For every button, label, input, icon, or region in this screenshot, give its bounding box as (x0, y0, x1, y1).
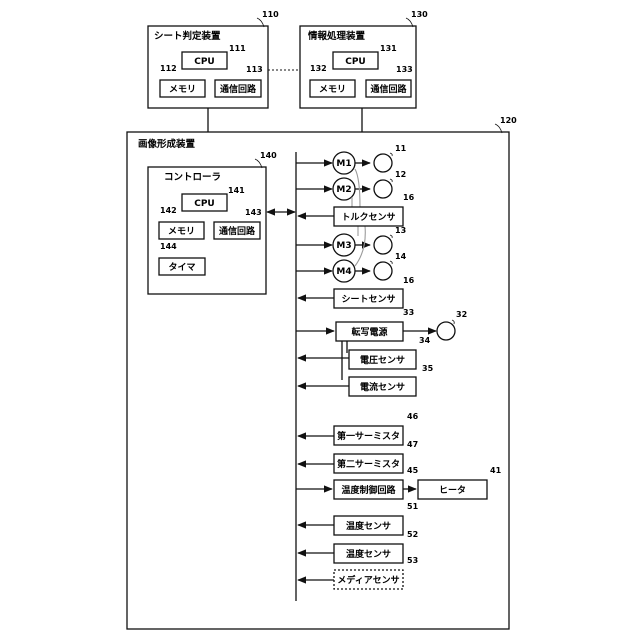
temp-sensor1-label: 温度センサ (346, 520, 391, 532)
voltage-sensor-ref: 34 (419, 336, 431, 345)
thermistor2-ref: 47 (407, 440, 418, 449)
load-12-ref: 12 (395, 170, 406, 179)
controller-title: コントローラ (164, 172, 221, 183)
info-cpu-ref: 131 (380, 44, 397, 53)
image-forming-device-ref: 120 (500, 116, 517, 125)
load-14 (374, 262, 392, 280)
load-13 (374, 236, 392, 254)
controller-cpu-label: CPU (194, 199, 215, 209)
thermistor2-label: 第二サーミスタ (337, 458, 400, 470)
voltage-sensor-label: 電圧センサ (360, 355, 405, 366)
controller-ref: 140 (260, 151, 277, 160)
sheet-judgment-device-title: シート判定装置 (154, 30, 221, 42)
info-processing-device-title: 情報処理装置 (307, 30, 366, 42)
transfer-power-label: 転写電源 (351, 326, 387, 338)
load-11-ref: 11 (395, 144, 407, 153)
controller-memory-label: メモリ (168, 226, 195, 237)
thermistor1-label: 第一サーミスタ (337, 430, 400, 442)
load-14-ref: 14 (395, 252, 407, 261)
info-processing-device-ref: 130 (411, 10, 428, 19)
controller-comm-ref: 143 (245, 208, 262, 217)
motor-m4-label: M4 (336, 267, 351, 277)
media-sensor-label: メディアセンサ (337, 574, 399, 586)
info-memory-label: メモリ (319, 84, 346, 95)
sheet-memory-label: メモリ (169, 84, 196, 95)
info-comm-label: 通信回路 (370, 83, 407, 95)
current-sensor-ref: 35 (422, 364, 434, 373)
motor-m1-label: M1 (336, 159, 351, 169)
heater-ref: 41 (490, 466, 502, 475)
transfer-load-ref: 32 (456, 310, 467, 319)
temp-sensor2-label: 温度センサ (346, 548, 391, 560)
sheet-comm-ref: 113 (246, 65, 263, 74)
media-sensor-ref: 53 (407, 556, 418, 565)
load-12 (374, 180, 392, 198)
sheet-comm-label: 通信回路 (220, 83, 257, 95)
controller-memory-ref: 142 (160, 206, 177, 215)
transfer-power-ref: 33 (403, 308, 414, 317)
torque-sensor-ref: 16 (403, 193, 415, 202)
motor-m3-label: M3 (336, 241, 351, 251)
info-memory-ref: 132 (310, 64, 327, 73)
temp-control-label: 温度制御回路 (341, 484, 396, 496)
controller-timer-label: タイマ (168, 261, 195, 273)
transfer-load-32 (437, 322, 455, 340)
current-sensor-label: 電流センサ (360, 381, 405, 393)
sheet-judgment-device: シート判定装置 110 CPU 111 メモリ 112 通信回路 113 (148, 10, 279, 108)
sheet-sensor-label: シートセンサ (341, 294, 395, 305)
info-comm-ref: 133 (396, 65, 413, 74)
controller-cpu-ref: 141 (228, 186, 245, 195)
info-cpu-label: CPU (345, 57, 366, 67)
sheet-memory-ref: 112 (160, 64, 177, 73)
temp-sensor1-ref: 51 (407, 502, 419, 511)
controller-timer-ref: 144 (160, 242, 177, 251)
thermistor1-ref: 46 (407, 412, 419, 421)
sheet-sensor-ref: 16 (403, 276, 415, 285)
motor-m2-label: M2 (336, 185, 351, 195)
sheet-judgment-device-ref: 110 (262, 10, 279, 19)
torque-sensor-label: トルクセンサ (341, 212, 395, 223)
heater-label: ヒータ (439, 484, 466, 496)
load-11 (374, 154, 392, 172)
controller-comm-label: 通信回路 (219, 225, 256, 237)
sheet-cpu-ref: 111 (229, 44, 246, 53)
image-forming-device-title: 画像形成装置 (138, 138, 196, 150)
load-13-ref: 13 (395, 226, 406, 235)
temp-sensor2-ref: 52 (407, 530, 418, 539)
temp-control-ref: 45 (407, 466, 419, 475)
sheet-cpu-label: CPU (194, 57, 215, 67)
controller: コントローラ 140 CPU 141 メモリ 142 通信回路 143 タイマ … (148, 151, 277, 294)
info-processing-device: 情報処理装置 130 CPU 131 メモリ 132 通信回路 133 (300, 10, 428, 108)
